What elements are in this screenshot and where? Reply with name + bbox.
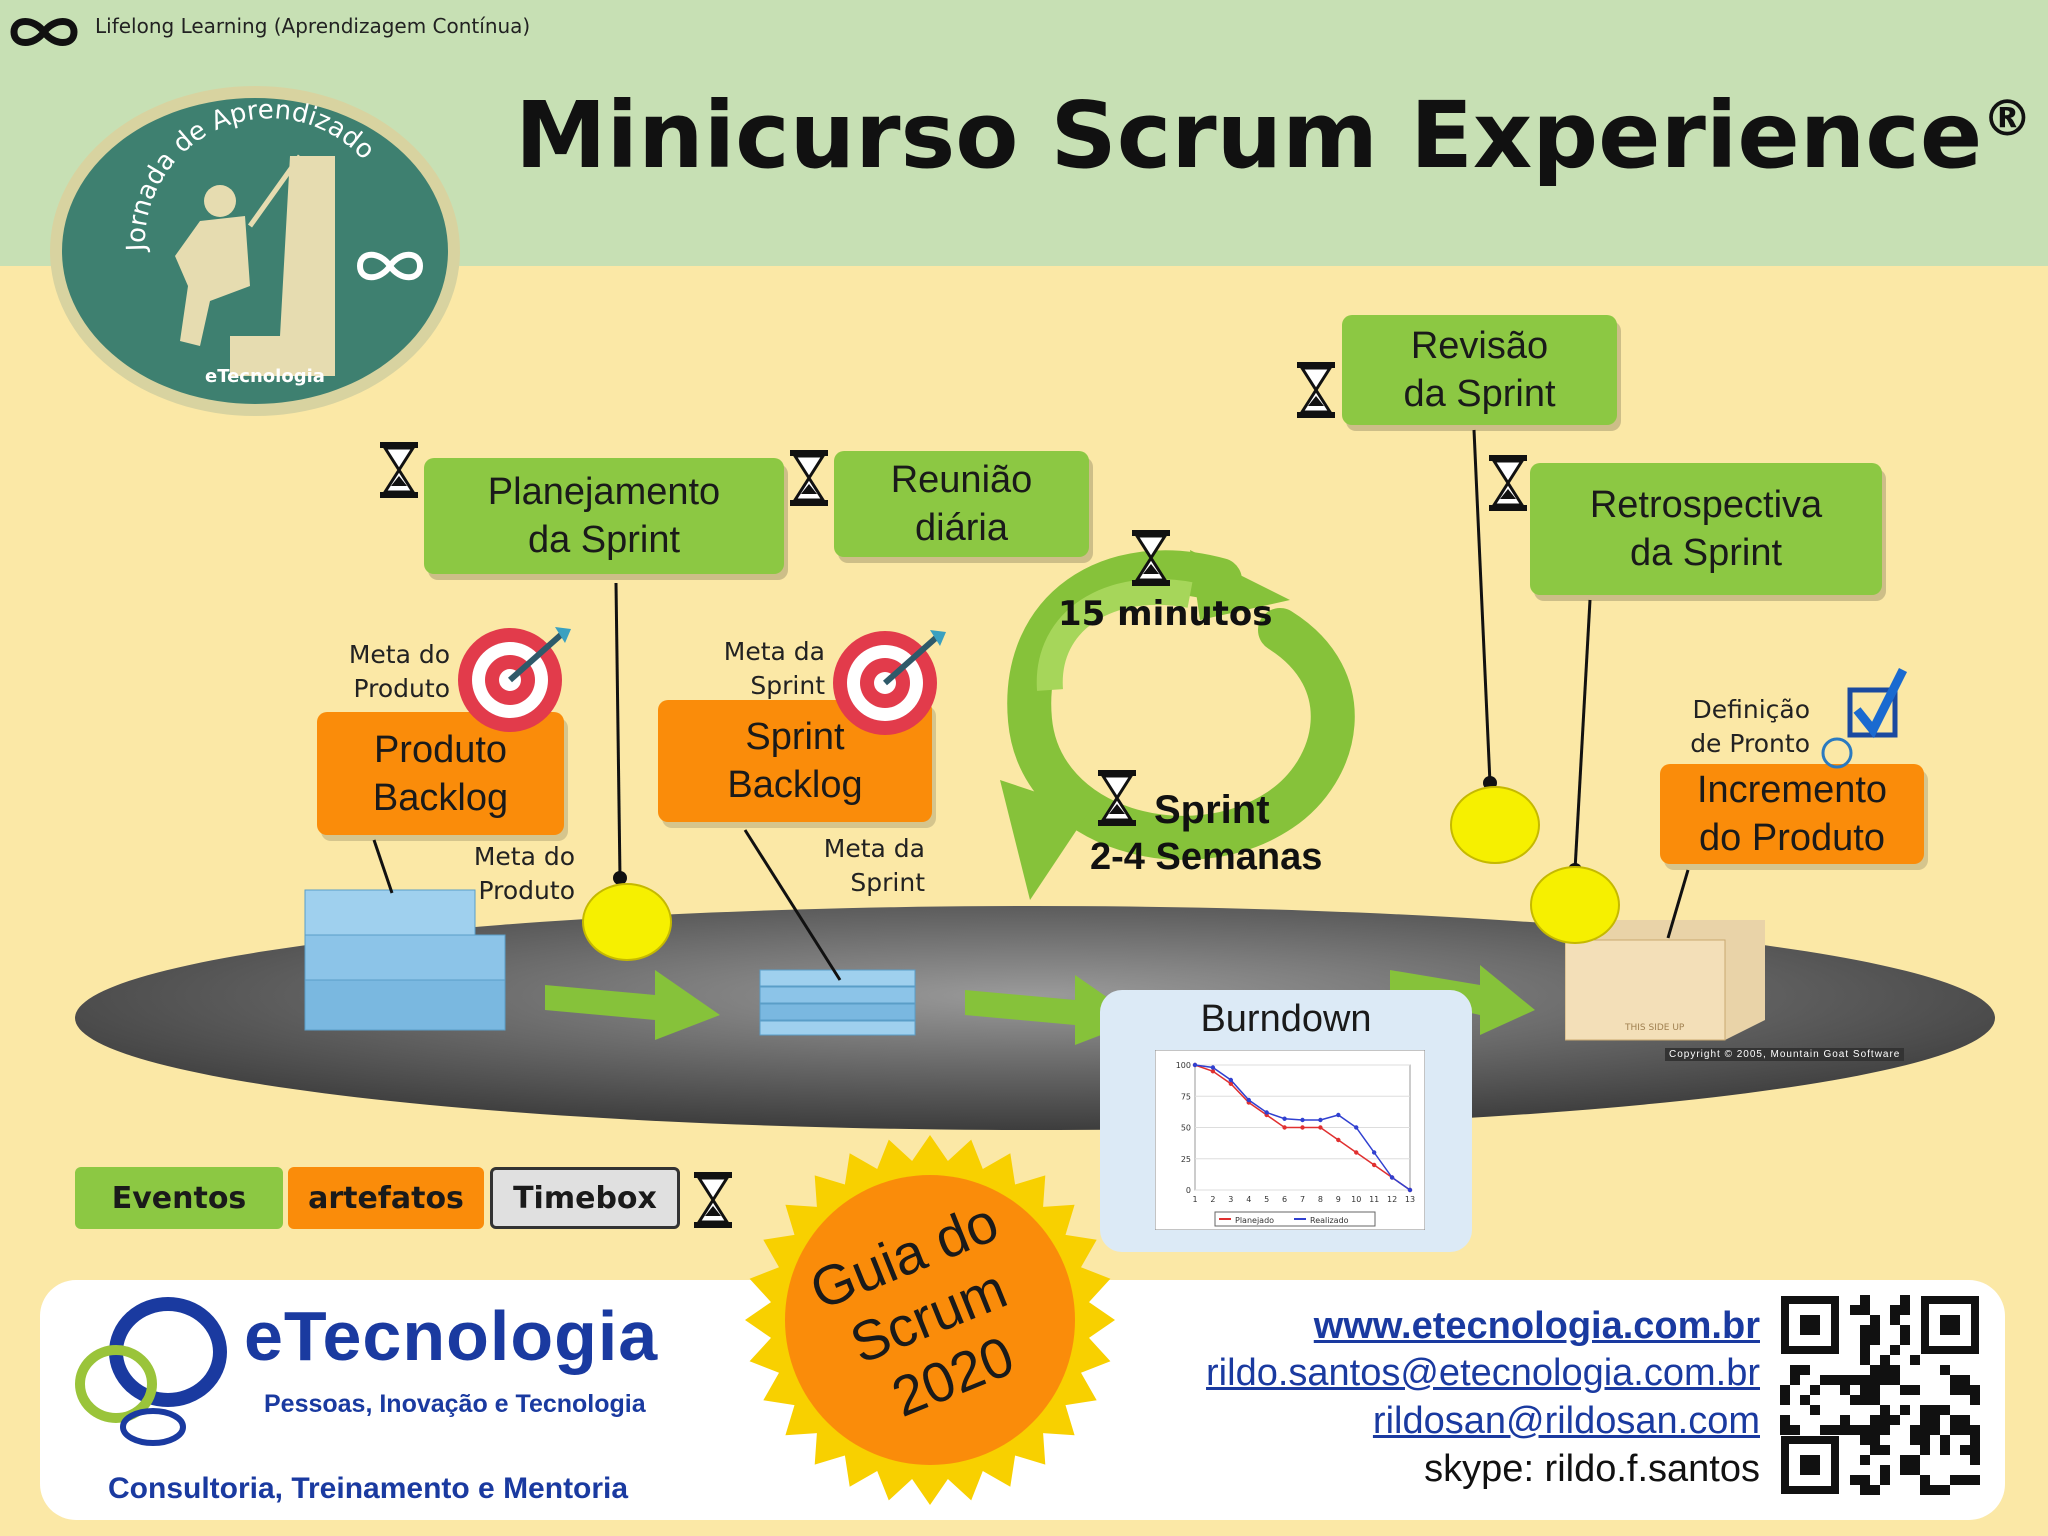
data-point-planejado bbox=[1300, 1125, 1305, 1130]
artifact-produto-backlog: Produto Backlog bbox=[317, 712, 564, 835]
legend-realizado: Realizado bbox=[1310, 1216, 1349, 1225]
hourglass-icon bbox=[694, 1172, 732, 1228]
data-point-realizado bbox=[1264, 1110, 1269, 1115]
x-tick-label: 13 bbox=[1405, 1195, 1415, 1204]
y-tick-label: 75 bbox=[1181, 1092, 1191, 1101]
y-tick-label: 0 bbox=[1186, 1186, 1191, 1195]
definicao-pronto-label: Definição de Pronto bbox=[1690, 695, 1810, 758]
footer-email2-link[interactable]: rildosan@rildosan.com bbox=[1372, 1400, 1760, 1442]
footer-skype: skype: rildo.f.santos bbox=[1424, 1448, 1760, 1490]
topline-text: Lifelong Learning (Aprendizagem Contínua… bbox=[95, 14, 531, 38]
artifact-incremento: Incremento do Produto bbox=[1660, 764, 1924, 864]
page-title: Minicurso Scrum Experience® bbox=[515, 82, 2033, 189]
data-point-realizado bbox=[1371, 1150, 1377, 1155]
marker-revisao bbox=[1450, 786, 1540, 864]
hourglass-icon bbox=[380, 442, 418, 498]
x-tick-label: 3 bbox=[1228, 1195, 1233, 1204]
hourglass-icon bbox=[790, 450, 828, 506]
x-tick-label: 2 bbox=[1210, 1195, 1215, 1204]
x-tick-label: 12 bbox=[1387, 1195, 1397, 1204]
footer-brand: eTecnologia bbox=[244, 1297, 659, 1375]
meta-sprint-label-top: Meta da Sprint bbox=[723, 637, 825, 700]
event-planejamento: Planejamento da Sprint bbox=[424, 458, 784, 574]
x-tick-label: 7 bbox=[1300, 1195, 1305, 1204]
hourglass-icon bbox=[1297, 362, 1335, 418]
flow-arrow-2 bbox=[965, 975, 1140, 1045]
x-tick-label: 10 bbox=[1351, 1195, 1361, 1204]
badge-brand: eTecnologia bbox=[205, 366, 325, 387]
guia-scrum-seal: Guia do Scrum 2020 bbox=[745, 1135, 1115, 1505]
footer-tagline: Pessoas, Inovação e Tecnologia bbox=[264, 1390, 646, 1418]
x-tick-label: 8 bbox=[1318, 1195, 1323, 1204]
footer-services: Consultoria, Treinamento e Mentoria bbox=[108, 1472, 629, 1505]
y-tick-label: 25 bbox=[1181, 1155, 1191, 1164]
event-retrospectiva: Retrospectiva da Sprint bbox=[1530, 463, 1882, 595]
x-tick-label: 9 bbox=[1336, 1195, 1341, 1204]
box-print-text: THIS SIDE UP bbox=[1624, 1023, 1685, 1033]
target-icon bbox=[833, 630, 946, 735]
qr-code-icon bbox=[1780, 1295, 1980, 1495]
data-point-planejado bbox=[1336, 1137, 1341, 1143]
x-tick-label: 1 bbox=[1192, 1195, 1197, 1204]
infinity-logo-icon bbox=[10, 18, 78, 46]
data-point-planejado bbox=[1282, 1125, 1287, 1130]
target-icon bbox=[458, 627, 571, 732]
sprint-backlog-stack-icon bbox=[759, 969, 916, 1036]
data-point-realizado bbox=[1300, 1117, 1305, 1123]
data-point-realizado bbox=[1228, 1077, 1234, 1083]
hourglass-icon bbox=[1132, 530, 1170, 586]
y-tick-label: 100 bbox=[1176, 1061, 1191, 1070]
marker-planejamento bbox=[582, 883, 672, 961]
data-point-realizado bbox=[1246, 1097, 1251, 1103]
product-backlog-stack-icon bbox=[304, 889, 506, 1031]
etecnologia-logo-icon bbox=[75, 1297, 227, 1446]
data-point-planejado bbox=[1228, 1081, 1234, 1086]
flow-arrow-1 bbox=[545, 970, 720, 1040]
data-point-planejado bbox=[1318, 1125, 1323, 1130]
data-point-planejado bbox=[1210, 1069, 1216, 1074]
data-point-realizado bbox=[1318, 1117, 1323, 1123]
legend-timebox: Timebox bbox=[490, 1167, 680, 1229]
copyright-text: Copyright © 2005, Mountain Goat Software bbox=[1665, 1048, 1905, 1061]
data-point-planejado bbox=[1354, 1150, 1359, 1155]
x-tick-label: 4 bbox=[1246, 1195, 1251, 1204]
legend-planejado: Planejado bbox=[1235, 1216, 1274, 1225]
product-box-icon: THIS SIDE UP bbox=[1565, 920, 1765, 1041]
data-point-realizado bbox=[1407, 1187, 1413, 1193]
hourglass-icon bbox=[1489, 455, 1527, 511]
infinity-badge-icon bbox=[356, 251, 424, 281]
legend-eventos: Eventos bbox=[75, 1167, 283, 1229]
meta-produto-label-top: Meta do Produto bbox=[348, 640, 450, 703]
climber-icon bbox=[204, 185, 236, 217]
data-point-planejado bbox=[1371, 1162, 1377, 1168]
legend-artefatos: artefatos bbox=[288, 1167, 484, 1229]
hourglass-icon bbox=[1098, 770, 1136, 826]
data-point-realizado bbox=[1210, 1065, 1216, 1070]
footer-email1-link[interactable]: rildo.santos@etecnologia.com.br bbox=[1206, 1352, 1760, 1394]
x-tick-label: 11 bbox=[1369, 1195, 1379, 1204]
data-point-realizado bbox=[1389, 1175, 1395, 1180]
meta-produto-label-bottom: Meta do Produto bbox=[473, 842, 575, 905]
footer-website-link[interactable]: www.etecnologia.com.br bbox=[1313, 1305, 1760, 1347]
sprint-duration-label: 2-4 Semanas bbox=[1090, 836, 1323, 878]
x-tick-label: 5 bbox=[1264, 1195, 1269, 1204]
badge-art: Jornada de Aprendizado bbox=[122, 95, 424, 376]
x-tick-label: 6 bbox=[1282, 1195, 1287, 1204]
event-reuniao-diaria: Reunião diária bbox=[834, 451, 1089, 557]
sprint-label: Sprint bbox=[1154, 788, 1270, 832]
climbing-wall-icon bbox=[230, 156, 335, 376]
data-point-realizado bbox=[1354, 1125, 1359, 1130]
burndown-title: Burndown bbox=[1200, 998, 1372, 1040]
marker-retrospectiva bbox=[1530, 866, 1620, 944]
y-tick-label: 50 bbox=[1181, 1124, 1191, 1133]
event-revisao: Revisão da Sprint bbox=[1342, 315, 1617, 425]
daily-timebox-label: 15 minutos bbox=[1058, 594, 1273, 634]
data-point-realizado bbox=[1282, 1116, 1287, 1121]
checkbox-checked-icon bbox=[1821, 667, 1908, 769]
meta-sprint-label-bottom: Meta da Sprint bbox=[823, 834, 925, 897]
data-point-realizado bbox=[1336, 1112, 1341, 1118]
data-point-realizado bbox=[1192, 1062, 1198, 1068]
